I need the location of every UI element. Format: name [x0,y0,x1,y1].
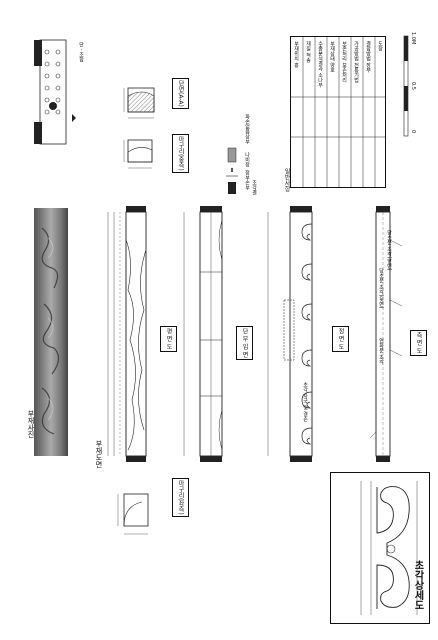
scale-mid: 0.5 [410,82,416,90]
section-spec-title: 일반사항 [283,168,290,192]
annotation-4: 초각 자국 및 결손 [302,382,308,422]
key-plan [28,38,78,146]
label-bottom: 측 면 도 [410,330,427,356]
carving-detail-box [330,472,430,624]
legend-item-1: 파손없음상부 [244,114,250,144]
spec-row-2: 수종분석결과 소나무 [317,41,323,88]
label-mahgu-mid: 마구리(중측) [172,134,189,173]
member-photo [34,208,68,456]
section-drawing-title: 부재도면 [95,440,103,468]
label-mahgu-left: 마구리(좌측) [172,478,189,517]
drawing-front-view [264,200,328,468]
spec-row-4: 보존처리 보존처리 [341,41,347,83]
section-photo-title: 부재사진 [27,410,35,438]
legend: 파손없음상부 나비장 장부 조각결손부 [222,112,262,196]
drawing-elevation [180,200,232,468]
key-plan-caption: 단 - 조합 [78,42,84,62]
label-mahgu-right: 단면(A-A) [172,78,189,109]
spec-row-5: 가공방법 전통기법 [353,41,359,83]
spec-table: 부재위치 홍 재질 적송 수종분석결과 소나무 부재상태 양호 보존처리 보존처… [290,36,386,188]
spec-row-1: 재질 적송 [305,41,311,63]
annotation-3: 연화문 초각 [378,338,384,365]
spec-row-7: 도장 [377,41,383,51]
legend-item-4: 조각결손부 [244,180,257,195]
drawing-bottom-view [356,200,416,468]
spec-row-3: 부재상태 양호 [329,41,335,73]
section-detail-right [118,78,168,128]
spec-row-6: 결합방법 장부 [365,41,371,73]
label-plan: 평 면 도 [160,326,177,352]
label-elevation: 단 부 입 면 [236,326,253,360]
annotation-1: 당초문 초각(앞면) [386,230,392,271]
legend-item-3: 장부 [244,170,250,180]
annotation-2: 당초문 초각(뒷면) [378,268,384,309]
carving-title: 초각상세도 [412,560,423,610]
scale-bar: 1.0M 0.5 0 [398,30,418,142]
scale-right: 1.0M [410,32,416,45]
section-detail-mid [118,130,168,180]
section-detail-left [112,478,162,550]
spec-row-0: 부재위치 홍 [293,41,299,68]
legend-item-2: 나비장 [244,152,250,167]
drawing-side-elevation [104,200,156,468]
label-front: 정 면 도 [332,326,349,352]
scale-left: 0 [410,130,416,134]
